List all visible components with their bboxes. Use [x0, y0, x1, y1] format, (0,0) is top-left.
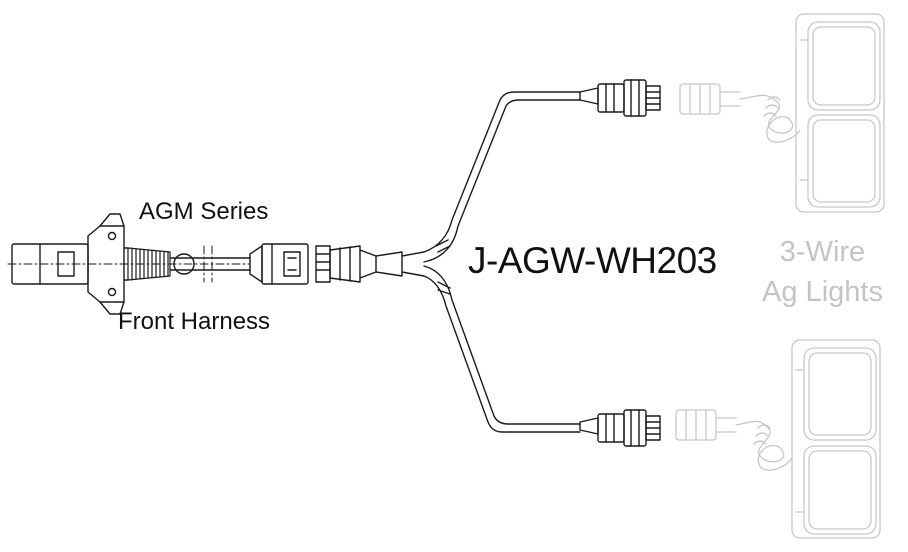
front-harness-connector	[249, 243, 309, 285]
ag-lights-line1: 3-Wire	[779, 236, 866, 268]
series-label: AGM Series	[139, 198, 269, 225]
lower-light-unit	[791, 339, 881, 539]
front-harness-label: Front Harness	[118, 308, 271, 335]
y-harness-input-connector	[315, 245, 377, 283]
ag-lights-label: 3-Wire Ag Lights	[740, 232, 905, 312]
ag-lights-line2: Ag Lights	[762, 276, 883, 308]
y-junction	[375, 251, 425, 277]
part-number-label: J-AGW-WH203	[468, 240, 717, 281]
upper-output-connector	[579, 79, 661, 117]
lower-light-cord	[675, 409, 793, 471]
upper-light-unit	[795, 13, 885, 213]
lower-branch-cable	[423, 265, 581, 433]
upper-light-cord	[679, 83, 801, 143]
upper-branch-cable	[423, 91, 581, 263]
cut-marks	[7, 245, 251, 283]
lower-output-connector	[579, 409, 661, 447]
